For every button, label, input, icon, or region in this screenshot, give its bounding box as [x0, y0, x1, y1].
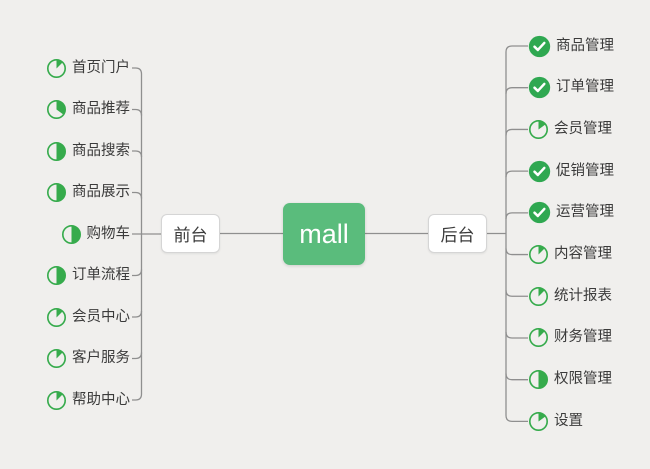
progress-pie-icon [529, 119, 548, 139]
marker-icon-wrap [46, 265, 67, 286]
leaf-node-label: 商品推荐 [72, 101, 130, 117]
marker-icon-wrap [46, 182, 67, 203]
marker-icon-wrap [528, 119, 549, 140]
mindmap-leaf-node[interactable]: 财务管理 [528, 326, 612, 349]
mindmap-leaf-node[interactable]: 购物车 [61, 223, 131, 246]
marker-icon-wrap [46, 390, 67, 411]
mindmap-leaf-node[interactable]: 促销管理 [528, 160, 614, 183]
marker-icon-wrap [528, 369, 549, 390]
progress-pie-icon [47, 100, 66, 119]
leaf-node-label: 内容管理 [554, 246, 612, 263]
mindmap-leaf-node[interactable]: 商品管理 [528, 35, 614, 58]
leaf-node-label: 促销管理 [556, 162, 614, 179]
leaf-node-label: 会员管理 [554, 120, 612, 137]
root-node-mall[interactable]: mall [283, 203, 365, 265]
progress-pie-icon [61, 224, 81, 244]
leaf-node-label: 商品搜索 [72, 142, 130, 159]
marker-icon-wrap [61, 224, 82, 245]
check-icon [528, 35, 551, 57]
mindmap-leaf-node[interactable]: 内容管理 [528, 243, 612, 266]
progress-pie-icon [529, 370, 548, 390]
check-icon [528, 160, 551, 182]
branch-node-label: 前台 [173, 226, 208, 245]
mindmap-leaf-node[interactable]: 运营管理 [528, 201, 614, 224]
progress-pie-icon [47, 390, 66, 410]
progress-pie-icon [529, 286, 548, 306]
marker-icon-wrap [528, 160, 551, 183]
leaf-node-label: 购物车 [86, 225, 131, 242]
leaf-node-label: 权限管理 [554, 371, 612, 388]
root-node-label: mall [299, 218, 349, 249]
leaf-node-label: 商品管理 [556, 37, 614, 54]
marker-icon-wrap [46, 307, 67, 328]
mindmap-leaf-node[interactable]: 权限管理 [528, 368, 612, 391]
leaf-node-label: 运营管理 [556, 204, 614, 221]
branch-node-label: 后台 [440, 226, 475, 245]
marker-icon-wrap [528, 35, 551, 58]
marker-icon-wrap [46, 348, 67, 369]
mindmap-leaf-node[interactable]: 订单管理 [528, 76, 614, 99]
mindmap-leaf-node[interactable]: 商品搜索 [46, 140, 130, 163]
mindmap-leaf-node[interactable]: 首页门户 [46, 57, 130, 80]
leaf-node-label: 首页门户 [72, 59, 130, 76]
marker-icon-wrap [46, 141, 67, 162]
leaf-node-label: 会员中心 [72, 308, 130, 325]
mindmap-leaf-node[interactable]: 订单流程 [46, 264, 130, 287]
mindmap-leaf-node[interactable]: 统计报表 [528, 285, 612, 308]
check-icon [528, 202, 551, 224]
progress-pie-icon [47, 349, 66, 368]
mindmap-leaf-node[interactable]: 会员管理 [528, 118, 612, 141]
progress-pie-icon [47, 58, 66, 78]
marker-icon-wrap [528, 327, 549, 348]
marker-icon-wrap [46, 58, 67, 79]
progress-pie-icon [47, 141, 66, 161]
marker-icon-wrap [528, 411, 549, 432]
leaf-node-label: 客户服务 [72, 350, 130, 366]
progress-pie-icon [529, 245, 548, 265]
progress-pie-icon [529, 328, 548, 348]
leaf-node-label: 统计报表 [554, 287, 612, 304]
marker-icon-wrap [46, 99, 67, 120]
leaf-node-label: 帮助中心 [72, 391, 130, 408]
progress-pie-icon [47, 307, 66, 327]
progress-pie-icon [47, 266, 66, 285]
check-icon [528, 77, 551, 99]
mindmap-leaf-node[interactable]: 商品展示 [46, 181, 130, 204]
mindmap-leaf-node[interactable]: 帮助中心 [46, 389, 130, 412]
branch-node-frontend[interactable]: 前台 [161, 214, 220, 253]
marker-icon-wrap [528, 244, 549, 265]
leaf-node-label: 订单流程 [72, 267, 130, 283]
leaf-node-label: 商品展示 [72, 184, 130, 200]
mindmap-leaf-node[interactable]: 设置 [528, 410, 583, 433]
mindmap-leaf-node[interactable]: 客户服务 [46, 347, 130, 370]
leaf-node-label: 设置 [554, 412, 583, 429]
progress-pie-icon [529, 411, 548, 431]
marker-icon-wrap [528, 201, 551, 224]
mindmap-leaf-node[interactable]: 商品推荐 [46, 98, 130, 121]
branch-node-backend[interactable]: 后台 [428, 214, 487, 253]
leaf-node-label: 财务管理 [554, 329, 612, 346]
progress-pie-icon [47, 183, 66, 202]
marker-icon-wrap [528, 76, 551, 99]
marker-icon-wrap [528, 286, 549, 307]
mindmap-leaf-node[interactable]: 会员中心 [46, 306, 130, 329]
leaf-node-label: 订单管理 [556, 79, 614, 96]
